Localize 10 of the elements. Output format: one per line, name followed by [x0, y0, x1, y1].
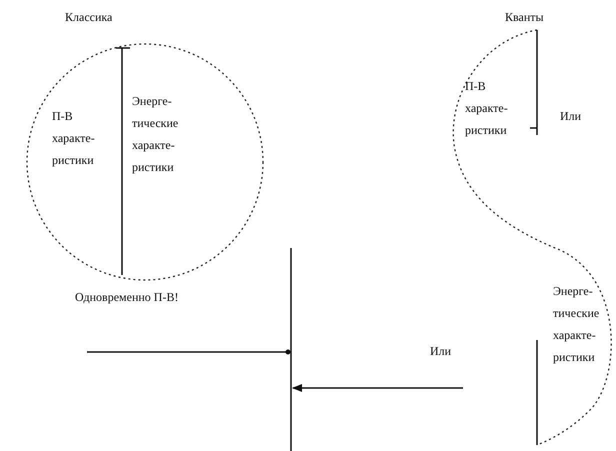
- text-label: Одновременно П-В!: [75, 289, 178, 306]
- text-label: Или: [430, 343, 452, 360]
- heading-label: Классика: [65, 9, 114, 26]
- text-label: П-В характе-ристики: [465, 78, 509, 139]
- arrow: [292, 384, 463, 392]
- heading-label: Кванты: [505, 9, 545, 26]
- text-label: Или: [560, 108, 582, 125]
- text-label: П-В характе-ристики: [52, 108, 96, 169]
- text-label: Энерге-тические характе-ристики: [132, 93, 180, 176]
- text-label: Энерге-тические характе-ристики: [553, 283, 600, 366]
